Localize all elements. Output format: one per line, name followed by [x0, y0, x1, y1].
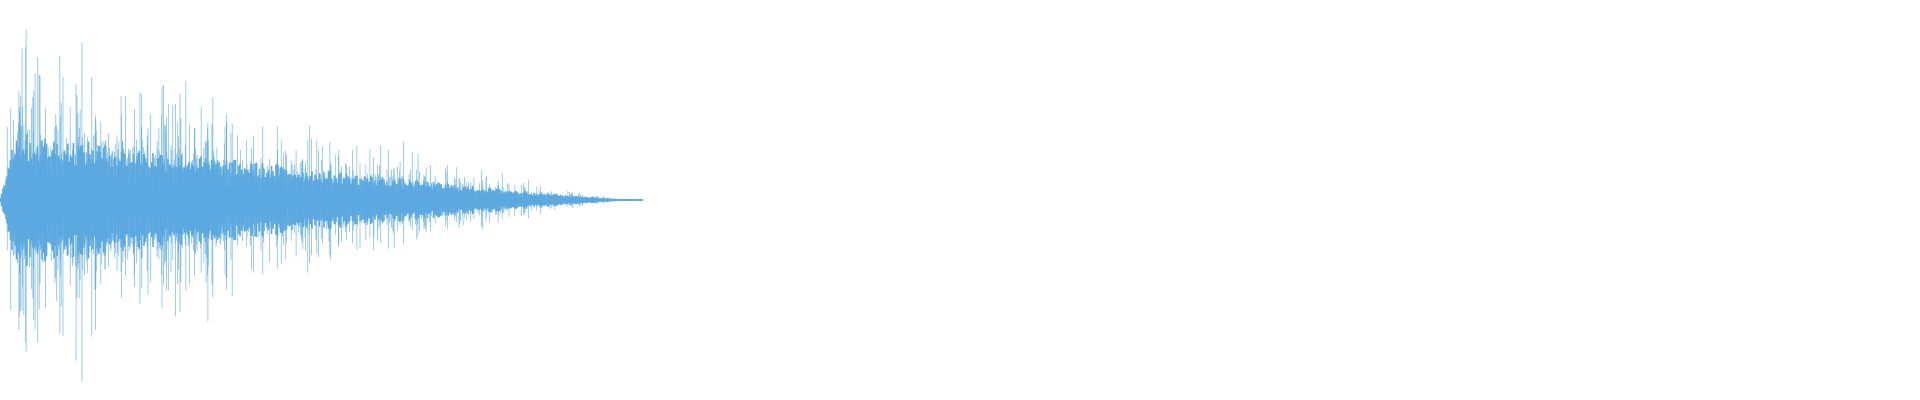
- waveform-sample-lines: [0, 30, 644, 383]
